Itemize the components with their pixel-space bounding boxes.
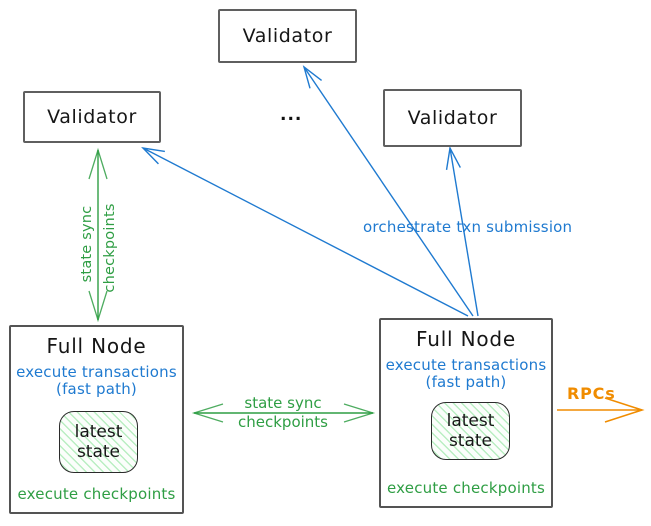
- execute-checkpoints-label: execute checkpoints: [17, 485, 176, 503]
- state-sync-horizontal-line1: state sync: [244, 394, 322, 412]
- arrow-orchestrate-to-left-validator: [141, 146, 469, 317]
- orchestrate-txn-submission-label: orchestrate txn submission: [363, 218, 573, 236]
- latest-state-line1: latest: [446, 411, 495, 431]
- validator-box-left: Validator: [23, 91, 161, 143]
- arrow-orchestrate-to-top-validator: [302, 65, 474, 317]
- execute-checkpoints-label: execute checkpoints: [386, 479, 546, 497]
- fast-path-line: (fast path): [425, 373, 507, 391]
- state-sync-vertical-label-1: state sync: [79, 205, 95, 283]
- validator-label: Validator: [242, 25, 333, 47]
- full-node-box-right: Full Node execute transactions (fast pat…: [379, 318, 553, 508]
- state-sync-horizontal-label: state sync checkpoints: [238, 394, 328, 432]
- execute-transactions-line1: execute transactions: [385, 356, 547, 374]
- full-node-box-left: Full Node execute transactions (fast pat…: [9, 325, 184, 514]
- latest-state-line2: state: [448, 431, 493, 451]
- validator-box-top: Validator: [218, 9, 357, 63]
- state-sync-vertical-label-2: checkpoints: [102, 203, 118, 293]
- validator-label: Validator: [47, 106, 137, 128]
- state-sync-horizontal-line2: checkpoints: [238, 413, 328, 431]
- arrow-orchestrate-to-right-validator: [445, 145, 479, 317]
- validators-ellipsis: ...: [280, 105, 303, 125]
- fast-path-line: (fast path): [56, 380, 137, 398]
- latest-state-box: latest state: [59, 411, 138, 473]
- full-node-title: Full Node: [416, 327, 516, 351]
- latest-state-line2: state: [76, 442, 121, 462]
- execute-transactions-label: execute transactions (fast path): [11, 364, 182, 398]
- validator-box-right: Validator: [383, 89, 522, 147]
- rpcs-label: RPCs: [567, 384, 616, 403]
- full-node-title: Full Node: [46, 334, 147, 358]
- latest-state-line1: latest: [74, 422, 123, 442]
- execute-transactions-label: execute transactions (fast path): [381, 357, 551, 391]
- execute-transactions-line1: execute transactions: [16, 363, 177, 381]
- latest-state-box: latest state: [431, 402, 510, 460]
- validator-label: Validator: [407, 107, 498, 129]
